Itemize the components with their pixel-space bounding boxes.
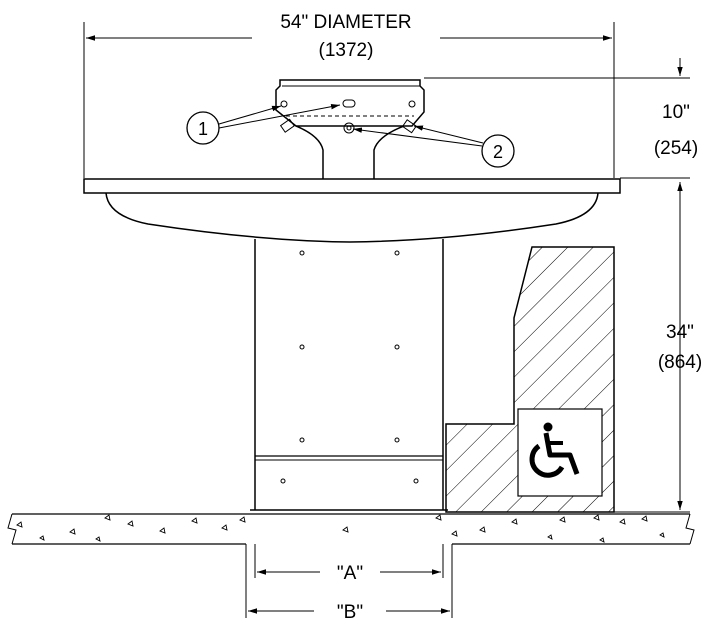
nozzle-right	[401, 119, 417, 134]
height-lower-label: 34"	[666, 322, 694, 343]
pedestal-fasteners	[280, 250, 419, 484]
diameter-label: 54" DIAMETER	[280, 12, 411, 33]
callout-2: 2	[352, 125, 515, 168]
accessible-platform	[445, 246, 615, 513]
concrete-aggregate	[16, 514, 665, 543]
callout-1: 1	[186, 104, 341, 145]
callout-2-number: 2	[493, 142, 503, 162]
height-lower-metric: (864)	[658, 352, 702, 373]
diameter-metric: (1372)	[319, 40, 374, 61]
height-upper-metric: (254)	[654, 138, 698, 159]
nozzle-left	[279, 118, 295, 133]
height-dimensions: 10" (254) 34" (864)	[424, 58, 702, 513]
callout-1-number: 1	[198, 119, 208, 139]
diameter-dimension: 54" DIAMETER (1372)	[83, 12, 615, 178]
basin	[83, 178, 621, 243]
valve-housing	[275, 79, 425, 179]
floor	[7, 513, 695, 545]
width-a-label: "A"	[337, 563, 363, 584]
width-b-label: "B"	[337, 602, 363, 620]
pedestal	[246, 239, 452, 515]
width-dimensions: "A" "B"	[245, 544, 453, 620]
nozzle-center	[343, 122, 355, 134]
height-upper-label: 10"	[662, 102, 690, 123]
wheelchair-icon	[529, 422, 580, 478]
